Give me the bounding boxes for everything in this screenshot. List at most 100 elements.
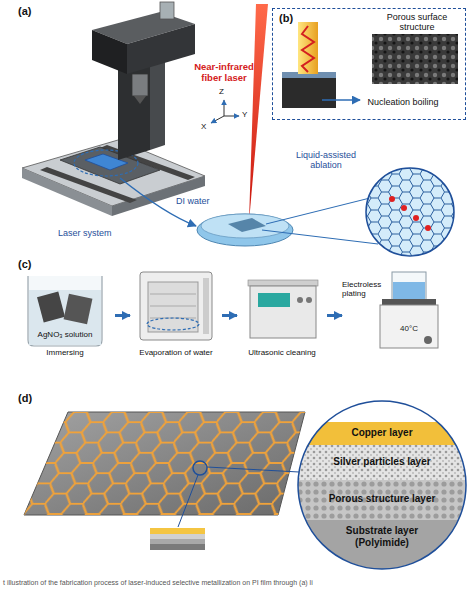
- honeycomb-pattern: [366, 168, 454, 256]
- plating-beaker: [392, 272, 426, 300]
- zoom-circle: [366, 168, 454, 256]
- film-sample: [64, 294, 93, 324]
- water-dish: [197, 214, 293, 246]
- leader-line: [178, 475, 198, 527]
- cleaner-lid: [248, 280, 318, 286]
- figure-label: X: [201, 122, 211, 131]
- oven-panel: [203, 278, 209, 334]
- process-step: Ultrasonic cleaning: [237, 268, 327, 363]
- oven-shelf: [150, 294, 196, 295]
- substrate-block: [282, 76, 336, 108]
- figure-label: Near-infrared fiber laser: [190, 62, 258, 84]
- node-text: Porous structure layer: [298, 493, 466, 505]
- xy-stage: [60, 147, 160, 184]
- layer-band: Substrate layer (Polyimide): [298, 520, 466, 569]
- mini-silver-layer: [150, 534, 205, 539]
- node-text: Nucleation boiling: [343, 97, 463, 107]
- node-text: Electroless plating: [342, 280, 388, 298]
- hot-plate: [380, 272, 438, 348]
- vapor-column: [298, 22, 318, 74]
- galvo-lens: [132, 74, 148, 96]
- node-text: AgNO₃ solution: [19, 330, 111, 339]
- process-arrow: [327, 314, 342, 317]
- oven-body: [140, 272, 212, 340]
- honeycomb-zoom: [366, 168, 454, 256]
- leader-line: [266, 198, 370, 224]
- process-step: Evaporation of water: [130, 268, 222, 363]
- mini-porous-layer: [150, 539, 205, 544]
- oven-shelf: [150, 306, 196, 307]
- lens-tip: [134, 96, 146, 104]
- zoom-outline: [366, 168, 454, 256]
- laser-spot: [389, 196, 395, 202]
- x-axis: [211, 116, 224, 123]
- submerged-film: [228, 218, 266, 232]
- zoom-outline: [298, 401, 466, 569]
- node-text: Silver particles layer: [298, 456, 466, 468]
- ultrasonic-cleaner: [248, 280, 318, 338]
- figure-label: (c): [18, 258, 48, 271]
- highlight-ellipse: [147, 318, 199, 330]
- node-text: (b): [279, 12, 309, 25]
- layer-band: Copper layer: [298, 422, 466, 445]
- dish-body: [197, 214, 293, 246]
- air-band: [298, 401, 466, 422]
- dish-water: [201, 214, 289, 238]
- laser-spot: [413, 215, 419, 221]
- cleaner-screen: [258, 293, 290, 307]
- boiling-illustration: [282, 22, 458, 108]
- layer-band: Silver particles layer: [298, 445, 466, 480]
- pointer-arrow: [322, 99, 360, 101]
- figure-label: Y: [242, 110, 252, 119]
- cleaner-body: [250, 286, 316, 338]
- figure-label: (a): [18, 5, 48, 18]
- film-sample: [37, 292, 65, 323]
- node-text: Immersing: [19, 348, 111, 357]
- figure-caption: t illustration of the fabrication proces…: [3, 579, 471, 587]
- figure-label: Laser system: [58, 228, 128, 238]
- silver-band: [298, 445, 466, 480]
- laser-head: [92, 30, 127, 74]
- figure-label: DI water: [176, 196, 226, 206]
- polyimide-film: [24, 412, 305, 515]
- leader-line: [207, 467, 299, 472]
- laser-machine: [22, 2, 205, 226]
- oven-chamber: [148, 282, 198, 332]
- axes: [211, 100, 239, 123]
- heat-wave: [302, 26, 314, 72]
- hot-plate-top: [382, 299, 436, 305]
- node-text: Evaporation of water: [130, 348, 222, 357]
- inset-box: (b) Porous surface structureNucleation bo…: [272, 8, 466, 120]
- cross-section-zoom: [298, 401, 466, 569]
- figure-label: Z: [219, 87, 229, 96]
- plating-bath: [393, 282, 425, 299]
- y-axis: [224, 116, 239, 117]
- laser-spot: [425, 225, 431, 231]
- node-text: 40°C: [384, 324, 434, 333]
- porous-sem-image: [372, 34, 458, 84]
- z-axis: [224, 100, 225, 116]
- leader-line: [262, 230, 378, 244]
- node-text: Porous surface structure: [371, 12, 463, 33]
- laser-head: [127, 24, 195, 74]
- process-arrow: [115, 314, 130, 317]
- process-step: Electroless plating 40°C: [342, 268, 442, 363]
- process-arrow: [222, 314, 237, 317]
- figure-label: (d): [18, 392, 48, 405]
- node-text: Copper layer: [298, 427, 466, 439]
- laser-spot: [401, 205, 407, 211]
- zoom-marker: [193, 461, 207, 475]
- porous-band: [298, 480, 466, 520]
- cleaner-button: [297, 297, 303, 303]
- oven: [140, 272, 212, 340]
- node-text: Substrate layer (Polyimide): [327, 525, 437, 548]
- hot-plate-body: [380, 305, 438, 348]
- layer-band: Porous structure layer: [298, 480, 466, 520]
- node-text: Ultrasonic cleaning: [237, 348, 327, 357]
- process-step: AgNO₃ solutionImmersing: [15, 268, 115, 363]
- cleaner-button: [306, 297, 312, 303]
- mini-substrate-layer: [150, 544, 205, 550]
- patterned-film: [24, 412, 305, 550]
- laser-beam: [249, 4, 268, 222]
